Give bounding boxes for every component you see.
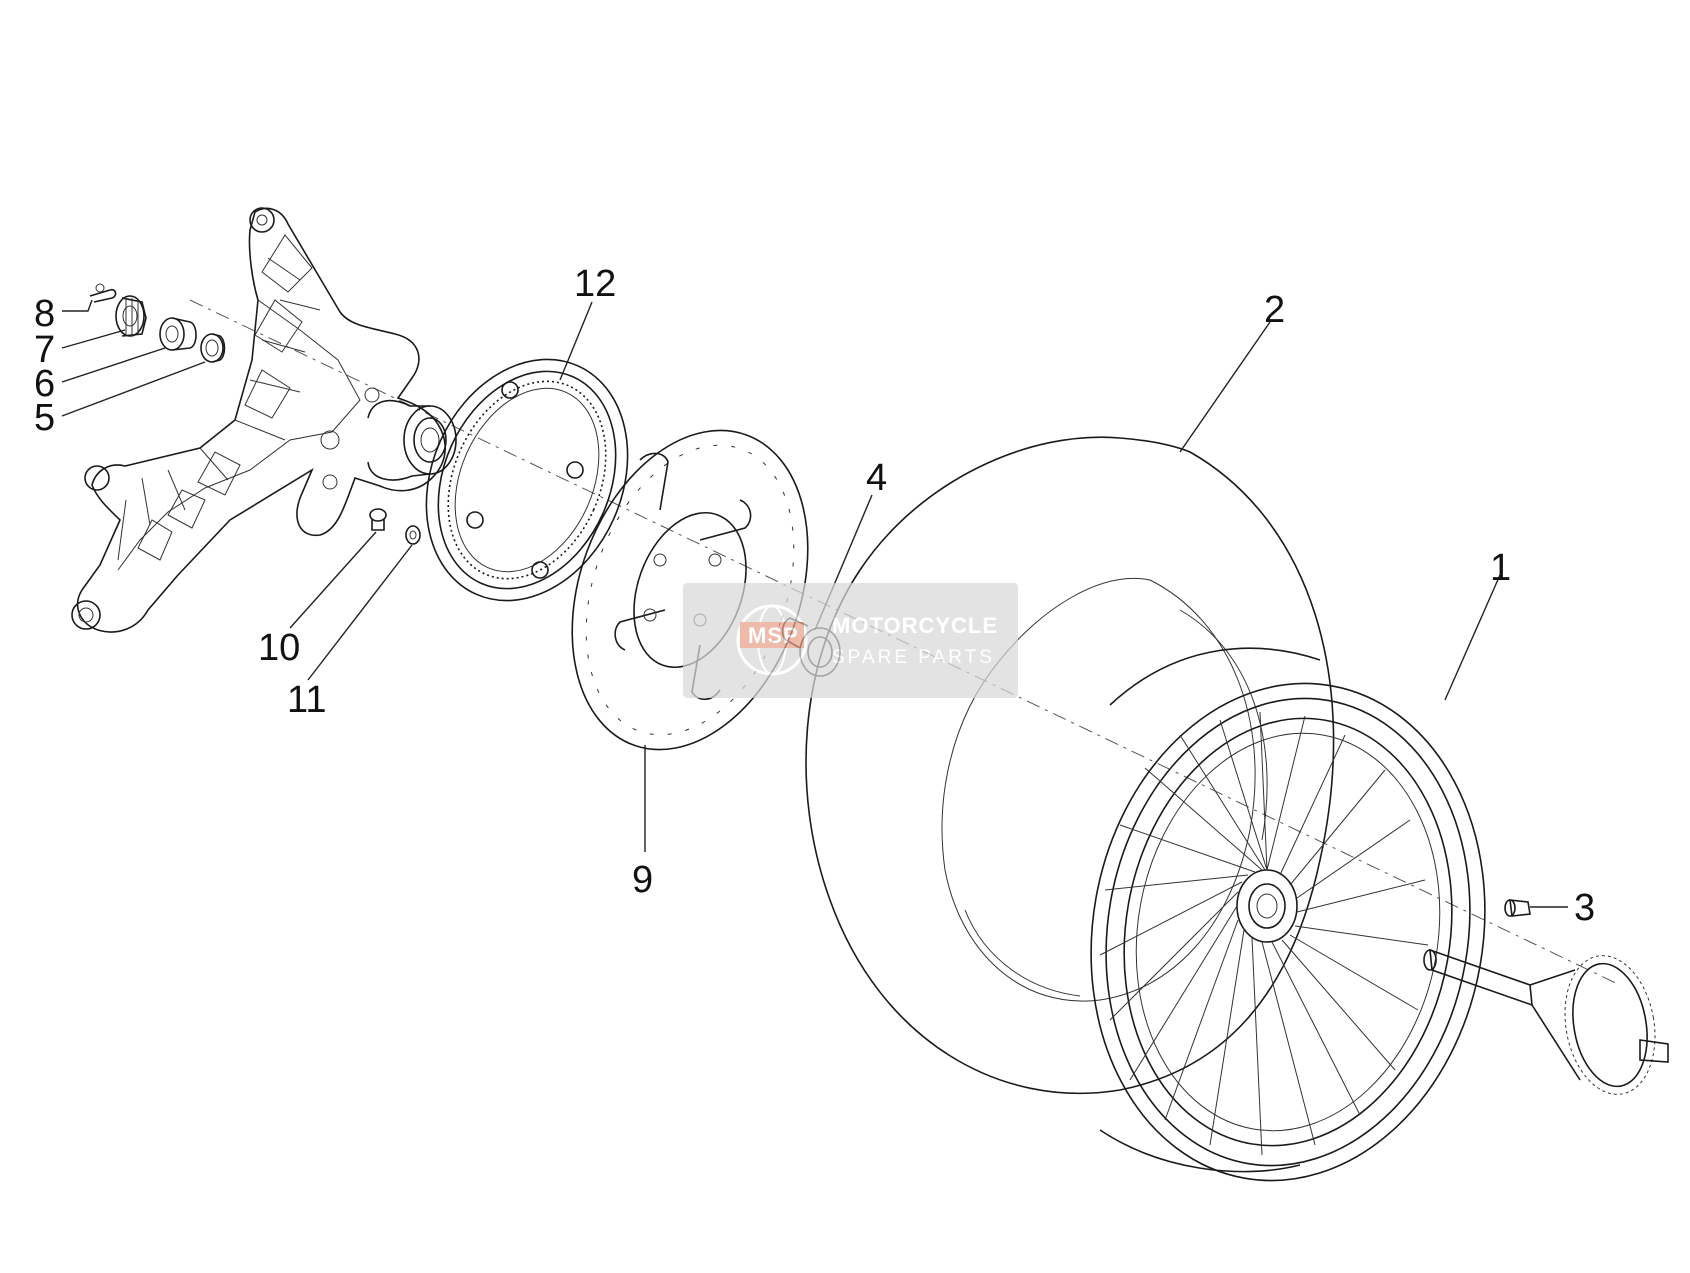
watermark: MSP MOTORCYCLE SPARE PARTS [683,583,1018,698]
part-label-1: 1 [1490,547,1511,589]
part-label-11: 11 [287,679,326,721]
tire-valve-part[interactable] [1504,899,1531,917]
part-label-8: 8 [34,293,55,335]
swingarm-part[interactable] [71,207,457,633]
part-label-2: 2 [1264,289,1285,331]
abs-tone-ring-part[interactable] [389,327,664,633]
watermark-logo-text: MSP [748,623,799,648]
wheel-rim-part[interactable] [1053,647,1524,1212]
part-label-4: 4 [866,457,887,499]
part-label-12: 12 [574,263,616,305]
part-label-10: 10 [258,627,300,669]
leader-lines [61,299,1568,908]
castle-nut-part[interactable] [115,295,147,337]
screw-part[interactable] [369,508,387,531]
wheel-shaft-gear-part[interactable] [1423,948,1669,1101]
part-label-5: 5 [34,397,55,439]
part-label-6: 6 [34,363,55,405]
washer-part[interactable] [200,333,226,363]
part-labels: 1 2 3 4 5 6 7 8 9 10 11 12 [34,263,1595,929]
watermark-background [683,583,1018,698]
part-label-7: 7 [34,329,55,371]
spacer-bushing-part[interactable] [159,317,197,351]
watermark-line1: MOTORCYCLE [832,613,998,638]
watermark-line2: SPARE PARTS [832,647,995,668]
part-label-9: 9 [632,859,653,901]
small-washer-part[interactable] [405,525,421,545]
cotter-pin-part[interactable] [89,283,117,303]
part-label-3: 3 [1574,887,1595,929]
